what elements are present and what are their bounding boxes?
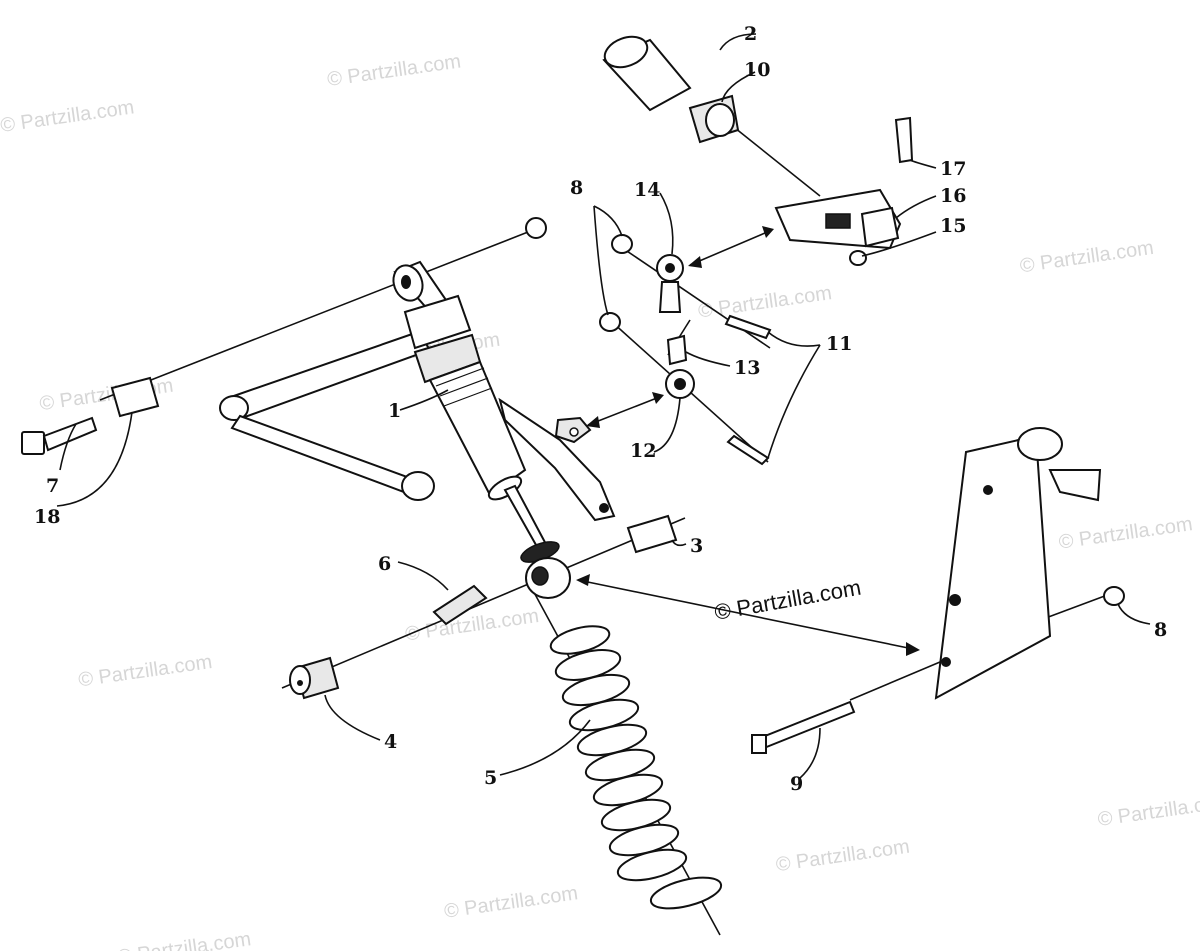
callout-label: 8 [1154, 619, 1167, 641]
callout-label: 17 [940, 158, 966, 180]
callout-label: 13 [734, 357, 760, 379]
callout-label: 11 [826, 333, 852, 355]
callout-label: 18 [34, 506, 60, 528]
callout-label: 9 [790, 773, 803, 795]
watermark: © Partzilla.com [116, 928, 253, 951]
leader-lines [56, 33, 1151, 779]
watermark: © Partzilla.com [0, 96, 136, 137]
callout-label: 16 [940, 185, 966, 207]
shock-absorber [392, 260, 571, 599]
watermark: © Partzilla.com [1096, 790, 1200, 831]
watermark: © Partzilla.com [1019, 237, 1156, 278]
callout-label: 10 [744, 59, 770, 81]
callout-label: 1 [388, 400, 401, 422]
suspension-arm [219, 330, 616, 522]
callout-label: 15 [940, 215, 966, 237]
steering-housing [751, 427, 1125, 754]
callout-label: 3 [690, 535, 703, 557]
steering-linkage [602, 35, 914, 266]
callout-label: 12 [630, 440, 656, 462]
watermark: © Partzilla.com [77, 651, 214, 692]
watermark: © Partzilla.com [443, 882, 580, 923]
watermark: © Partzilla.com [404, 605, 541, 646]
watermark: © Partzilla.com [775, 836, 912, 877]
callout-label: 7 [46, 475, 59, 497]
center-watermark: © Partzilla.com [713, 575, 863, 625]
callout-label: 6 [378, 553, 391, 575]
callout-label: 8 [570, 177, 583, 199]
watermark: © Partzilla.com [1057, 513, 1194, 554]
coil-spring [549, 625, 723, 910]
callout-label: 5 [484, 767, 497, 789]
callout-label: 4 [384, 731, 397, 753]
watermark: © Partzilla.com [697, 282, 834, 323]
assembly-arrows [576, 226, 920, 656]
callout-label: 14 [634, 179, 660, 201]
watermark: © Partzilla.com [326, 50, 463, 91]
callout-labels: 1 2 3 4 5 6 7 8 8 9 10 11 12 13 14 15 16… [34, 23, 1167, 795]
linkage-rods [599, 234, 772, 466]
callout-label: 2 [744, 23, 757, 45]
